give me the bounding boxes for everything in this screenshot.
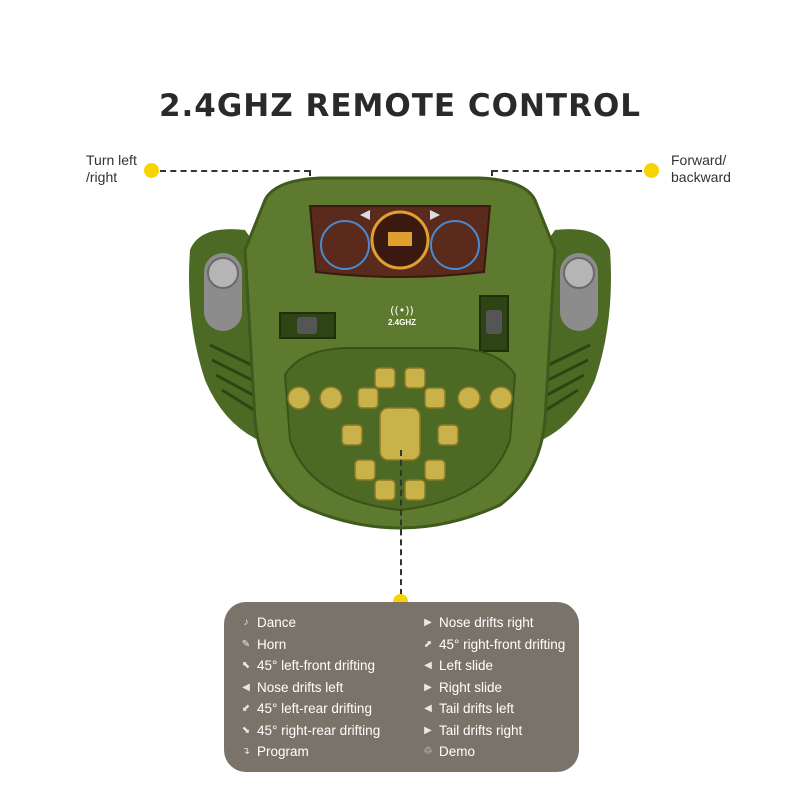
legend-item: ◀ Nose drifts left (238, 677, 380, 699)
legend-item: ◀ Left slide (420, 655, 565, 677)
arrow-right-icon: ▶ (424, 681, 432, 693)
legend-item-label: Demo (439, 744, 476, 760)
legend-item-label: Program (257, 744, 309, 760)
legend-item-label: Left slide (439, 658, 494, 674)
legend-item-label: Nose drifts right (439, 615, 534, 631)
legend-item: ⬈ 45° right-front drifting (420, 634, 565, 656)
legend-item-label: Tail drifts right (439, 722, 523, 738)
program-icon: ↴ (241, 746, 251, 758)
legend-item-label: 45° left-front drifting (257, 658, 375, 674)
arrow-left-icon: ◀ (242, 681, 250, 693)
legend-item-label: Tail drifts left (439, 701, 515, 717)
legend-item-label: 45° left-rear drifting (257, 701, 372, 717)
arrow-right-icon: ▶ (424, 617, 432, 629)
legend-item: ♲ Demo (420, 741, 565, 763)
function-legend: ♪ Dance ✎ Horn ⬉ 45° left-front drifting ◀ Nose… (224, 602, 579, 772)
arrow-left-icon: ◀ (424, 660, 432, 672)
callout-forward-leader (492, 170, 642, 172)
legend-item: ▶ Right slide (420, 677, 565, 699)
dance-icon: ♪ (243, 617, 249, 629)
horn-icon: ✎ (241, 638, 251, 650)
arrow-left-icon: ◀ (424, 703, 432, 715)
legend-item: ⬊ 45° right-rear drifting (238, 720, 380, 742)
callout-forward-label: Forward/ backward (671, 152, 731, 185)
page-title: 2.4GHZ REMOTE CONTROL (158, 88, 642, 124)
legend-right-column: ▶ Nose drifts right ⬈ 45° right-front drift… (420, 612, 566, 763)
callout-turn-dot (144, 163, 159, 178)
callout-turn-leader (160, 170, 310, 172)
legend-item: ♪ Dance (238, 612, 380, 634)
legend-item: ▶ Nose drifts right (420, 612, 565, 634)
legend-item: ✎ Horn (238, 634, 380, 656)
remote-badge: 2.4GHZ (387, 318, 416, 327)
legend-item-label: 45° right-rear drifting (257, 722, 381, 738)
legend-item-label: Nose drifts left (257, 679, 344, 695)
legend-item: ▶ Tail drifts right (420, 720, 565, 742)
legend-item-label: Dance (257, 615, 297, 631)
legend-item-label: Right slide (439, 679, 503, 695)
arrow-right-icon: ▶ (424, 724, 432, 736)
legend-item: ⬋ 45° left-rear drifting (238, 698, 380, 720)
callout-turn-label: Turn left /right (86, 152, 137, 185)
arrow-down-left-icon: ⬋ (241, 703, 251, 715)
legend-left-column: ♪ Dance ✎ Horn ⬉ 45° left-front drifting ◀ Nose… (238, 612, 380, 763)
arrow-down-right-icon: ⬊ (241, 724, 251, 736)
legend-item: ↴ Program (238, 741, 380, 763)
demo-icon: ♲ (423, 746, 433, 758)
legend-item-label: Horn (257, 636, 287, 652)
arrow-up-left-icon: ⬉ (241, 660, 251, 672)
legend-item: ⬉ 45° left-front drifting (238, 655, 380, 677)
legend-item: ◀ Tail drifts left (420, 698, 565, 720)
arrow-up-right-icon: ⬈ (423, 638, 433, 650)
callout-forward-dot (644, 163, 659, 178)
svg-text:((•)): ((•)) (390, 304, 414, 317)
legend-leader (400, 450, 402, 595)
legend-item-label: 45° right-front drifting (439, 636, 566, 652)
